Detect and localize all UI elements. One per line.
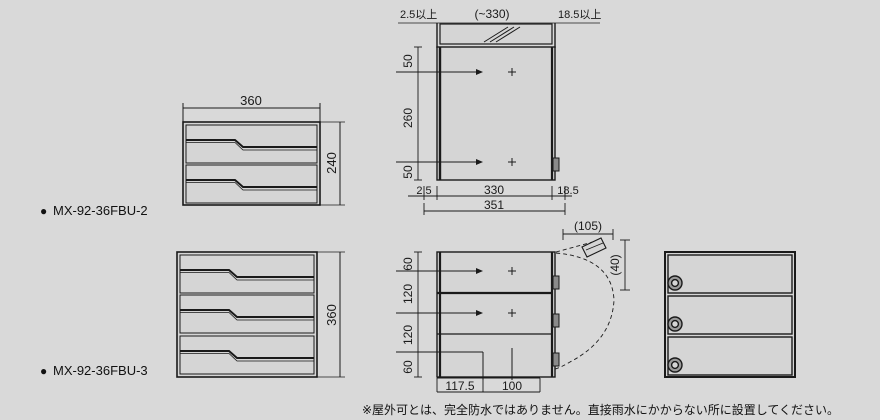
dim-label-front-width-2: 360 <box>240 93 262 108</box>
overall-dimension-351 <box>423 203 566 215</box>
dim-label-18.5-above: 18.5以上 <box>558 8 601 21</box>
compartment-3 <box>179 335 315 375</box>
dim-label-351: 351 <box>484 198 504 212</box>
mail-slot-step-2 <box>186 179 317 188</box>
dim-label-approx-330: (~330) <box>474 7 509 21</box>
door-swing-arc <box>551 252 615 371</box>
dim-label-18.5: 18.5 <box>557 185 578 197</box>
lock-tab-icon <box>552 352 560 367</box>
right-panel-three-compartment <box>664 251 796 378</box>
dim-label-100: 100 <box>502 379 522 393</box>
lock-knob-icon <box>667 316 683 332</box>
model-2-caption: ● MX-92-36FBU-2 <box>40 203 148 218</box>
bottom-dimension-chain-2 <box>408 186 572 200</box>
dim-label-260: 260 <box>401 108 415 128</box>
model-3-bullet: ● <box>40 364 47 378</box>
door-swing-detail: (105) (40) <box>551 219 630 371</box>
open-door-leaf <box>581 237 607 258</box>
dim-label-2.5-above: 2.5以上 <box>400 8 437 21</box>
panel-compartment-1 <box>667 254 793 294</box>
dim-label-105: (105) <box>574 219 602 233</box>
model-2-label: MX-92-36FBU-2 <box>53 203 148 218</box>
dim-label-120-upper: 120 <box>401 284 415 304</box>
dim-label-117.5: 117.5 <box>445 379 474 393</box>
left-dimension-chain-3 <box>414 251 422 378</box>
left-dimension-chain-2 <box>414 46 422 181</box>
model-2-bullet: ● <box>40 204 47 218</box>
panel-compartment-2 <box>667 295 793 335</box>
lock-knob-icon <box>667 275 683 291</box>
bottom-dimension-chain-3 <box>436 377 541 393</box>
lock-tab-icon <box>552 313 560 328</box>
mail-slot-step-1 <box>186 139 317 148</box>
wall-mount-hatch-block <box>439 23 553 45</box>
model-2-front-view: 360 240 <box>182 93 345 206</box>
dim-label-top-50: 50 <box>401 54 415 68</box>
dim-label-40: (40) <box>608 254 622 275</box>
mount-markers <box>396 267 516 380</box>
compartment-2 <box>179 294 315 334</box>
dim-label-60-bottom: 60 <box>401 360 415 374</box>
model-3-side-view: 60 120 120 60 117.5 100 <box>396 219 630 393</box>
lock-tab-icon <box>552 157 560 172</box>
dimension-height-360: 360 <box>317 251 345 378</box>
dim-label-front-height-3: 360 <box>324 304 339 326</box>
dim-label-60-top: 60 <box>401 257 415 271</box>
side-body-3 <box>436 251 556 378</box>
compartment-1 <box>179 254 315 294</box>
model-3-front-view: 360 <box>176 251 345 378</box>
dim-label-bottom-50: 50 <box>401 165 415 179</box>
dim-label-330: 330 <box>484 183 504 197</box>
side-body-2 <box>436 46 556 181</box>
mount-markers <box>396 68 516 166</box>
lock-knob-icon <box>667 357 683 373</box>
dimension-height-240: 240 <box>320 121 345 206</box>
lock-tab-icon <box>552 275 560 290</box>
model-3-caption: ● MX-92-36FBU-3 <box>40 363 148 378</box>
compartment-2 <box>185 164 318 204</box>
compartment-1 <box>185 124 318 164</box>
dim-label-2.5: 2.5 <box>416 185 431 197</box>
dim-label-front-height-2: 240 <box>324 152 339 174</box>
model-3-label: MX-92-36FBU-3 <box>53 363 148 378</box>
dimension-width-360: 360 <box>182 93 321 122</box>
footer-note: ※屋外可とは、完全防水ではありません。直接雨水にかからない所に設置してください。 <box>362 402 839 417</box>
dim-label-120-lower: 120 <box>401 325 415 345</box>
panel-compartment-3 <box>667 336 793 376</box>
model-2-side-view: 2.5以上 (~330) 18.5以上 <box>396 7 601 215</box>
